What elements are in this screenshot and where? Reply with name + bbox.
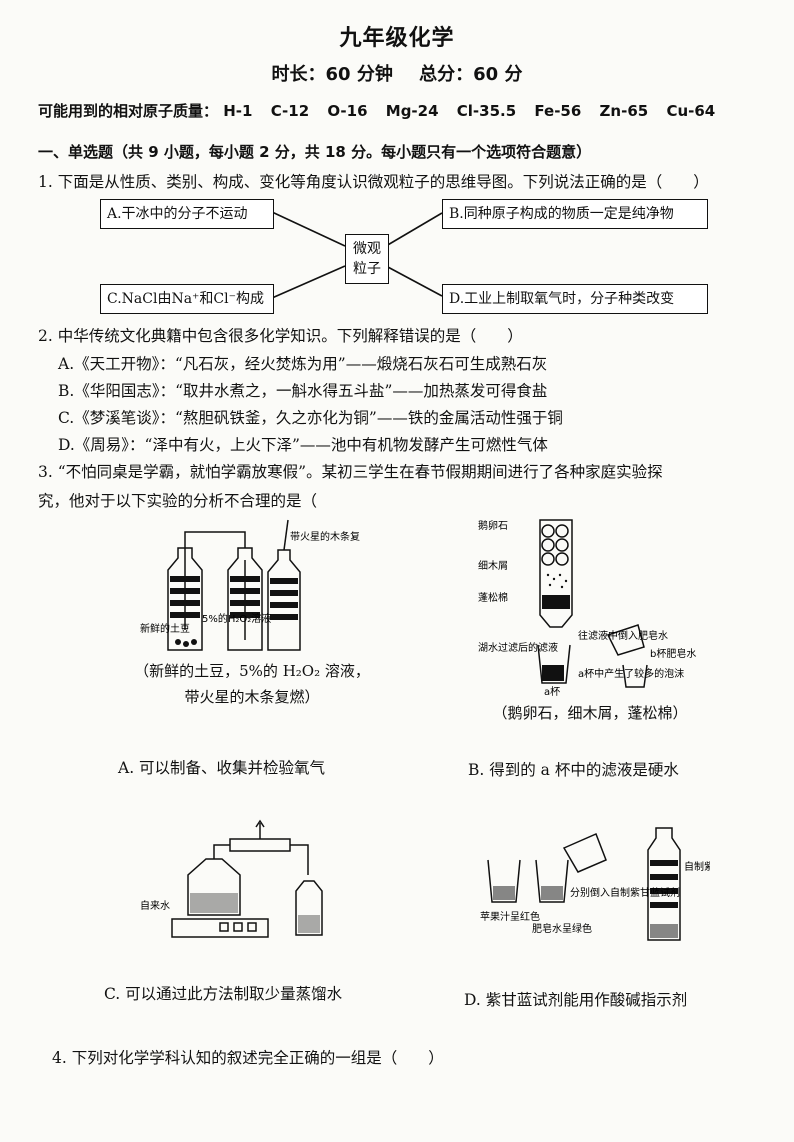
question-1-text: 1. 下面是从性质、类别、构成、变化等角度认识微观粒子的思维导图。下列说法正确的…	[38, 173, 647, 191]
figure-a-caption-2: 带火星的木条复燃）	[184, 688, 320, 706]
mass-item: Mg-24	[385, 102, 439, 120]
figure-b-label-foam: a杯中产生了较多的泡沫	[578, 667, 684, 680]
question-3-option-b: B. 得到的 a 杯中的滤液是硬水	[468, 761, 679, 779]
total-score-text: 总分：60 分	[419, 64, 523, 85]
figure-b-filter: 鹅卵石 细木屑 蓬松棉 往滤液中倒入肥皂水 湖水过滤后的滤液 a杯 b杯肥皂水 …	[478, 519, 696, 698]
figure-b-label-cup-a: a杯	[544, 685, 560, 698]
atomic-masses-line: 可能用到的相对原子质量： H-1 C-12 O-16 Mg-24 Cl-35.5…	[38, 100, 728, 121]
question-2-option-d: D.《周易》：“泽中有火，上火下泽”——池中有机物发酵产生可燃性气体	[58, 436, 548, 454]
figure-d-label-soap: 肥皂水呈绿色	[532, 922, 592, 935]
question-2-stem: 2. 中华传统文化典籍中包含很多化学知识。下列解释错误的是（ ）	[38, 327, 523, 345]
figure-b-label-sawdust: 细木屑	[478, 559, 508, 572]
question-1-stem: 1. 下面是从性质、类别、构成、变化等角度认识微观粒子的思维导图。下列说法正确的…	[38, 170, 709, 192]
atomic-masses-label: 可能用到的相对原子质量：	[38, 102, 219, 120]
figure-b-label-cup-b: b杯肥皂水	[650, 647, 696, 660]
figure-d-indicator: 苹果汁呈红色 肥皂水呈绿色 分别倒入自制紫甘蓝试剂 自制紫甘蓝试剂	[480, 827, 710, 941]
mind-map-center: 微观 粒子	[345, 234, 389, 284]
figure-d-label-apple: 苹果汁呈红色	[480, 910, 540, 923]
figure-a-label-splint: 带火星的木条复燃	[290, 530, 360, 543]
mass-item: Cu-64	[666, 102, 716, 120]
question-3-option-c: C. 可以通过此方法制取少量蒸馏水	[104, 985, 343, 1003]
duration-text: 时长：60 分钟	[271, 64, 393, 85]
question-2-option-a: A.《天工开物》：“凡石灰，经火焚炼为用”——煅烧石灰石可生成熟石灰	[58, 355, 548, 373]
figure-a-caption-1: （新鲜的土豆，5%的 H₂O₂ 溶液，	[134, 662, 370, 680]
figure-b-caption: （鹅卵石，细木屑，蓬松棉）	[492, 704, 688, 722]
mind-map-box-b: B.同种原子构成的物质一定是纯净物	[442, 199, 708, 229]
mind-map-connectors	[271, 211, 443, 299]
center-line-1: 微观	[353, 241, 381, 257]
question-3-option-a: A. 可以制备、收集并检验氧气	[118, 759, 326, 777]
question-2-option-c: C.《梦溪笔谈》：“熬胆矾铁釜，久之亦化为铜”——铁的金属活动性强于铜	[58, 409, 563, 427]
figure-b-label-filtrate: 湖水过滤后的滤液	[478, 641, 558, 654]
question-4-stem: 4. 下列对化学学科认知的叙述完全正确的一组是（ ）	[52, 1049, 444, 1067]
figure-a-oxygen-apparatus: 新鲜的土豆 5%的H₂O₂溶液 带火星的木条复燃	[140, 519, 360, 651]
mass-item: O-16	[327, 102, 368, 120]
mind-map-box-a: A.干冰中的分子不运动	[100, 199, 274, 229]
mass-item: C-12	[270, 102, 310, 120]
exam-info: 时长：60 分钟 总分：60 分	[0, 60, 794, 86]
question-3-option-d: D. 紫甘蓝试剂能用作酸碱指示剂	[464, 991, 688, 1009]
mind-map-box-d: D.工业上制取氧气时，分子种类改变	[442, 284, 708, 314]
question-3-stem-line2: 究，他对于以下实验的分析不合理的是（	[38, 492, 318, 510]
mind-map-box-c: C.NaCl由Na⁺和Cl⁻构成	[100, 284, 274, 314]
figure-b-label-cotton: 蓬松棉	[478, 591, 508, 604]
figure-c-label-tapwater: 自来水	[140, 899, 170, 912]
figure-b-label-pour: 往滤液中倒入肥皂水	[578, 629, 668, 642]
page-title: 九年级化学	[339, 26, 455, 51]
mass-item: H-1	[223, 102, 253, 120]
section-heading: 一、单选题（共 9 小题，每小题 2 分，共 18 分。每小题只有一个选项符合题…	[38, 143, 592, 161]
mass-item: Fe-56	[534, 102, 582, 120]
figure-d-label-reagent: 自制紫甘蓝试剂	[684, 860, 710, 873]
figure-d-label-pour: 分别倒入自制紫甘蓝试剂	[570, 886, 680, 899]
figure-b-label-pebbles: 鹅卵石	[478, 519, 508, 532]
question-2-option-b: B.《华阳国志》：“取井水煮之，一斛水得五斗盐”——加热蒸发可得食盐	[58, 382, 548, 400]
mass-item: Cl-35.5	[456, 102, 517, 120]
figure-c-distillation: 自来水	[140, 819, 323, 938]
question-3-stem-line1: 3. “不怕同桌是学霸，就怕学霸放寒假”。某初三学生在春节假期期间进行了各种家庭…	[38, 463, 663, 481]
answer-paren: （ ）	[646, 173, 709, 191]
mass-item: Zn-65	[599, 102, 649, 120]
figure-a-label-h2o2: 5%的H₂O₂溶液	[202, 612, 271, 625]
center-line-2: 粒子	[353, 261, 381, 277]
figure-a-label-potato: 新鲜的土豆	[140, 622, 190, 635]
